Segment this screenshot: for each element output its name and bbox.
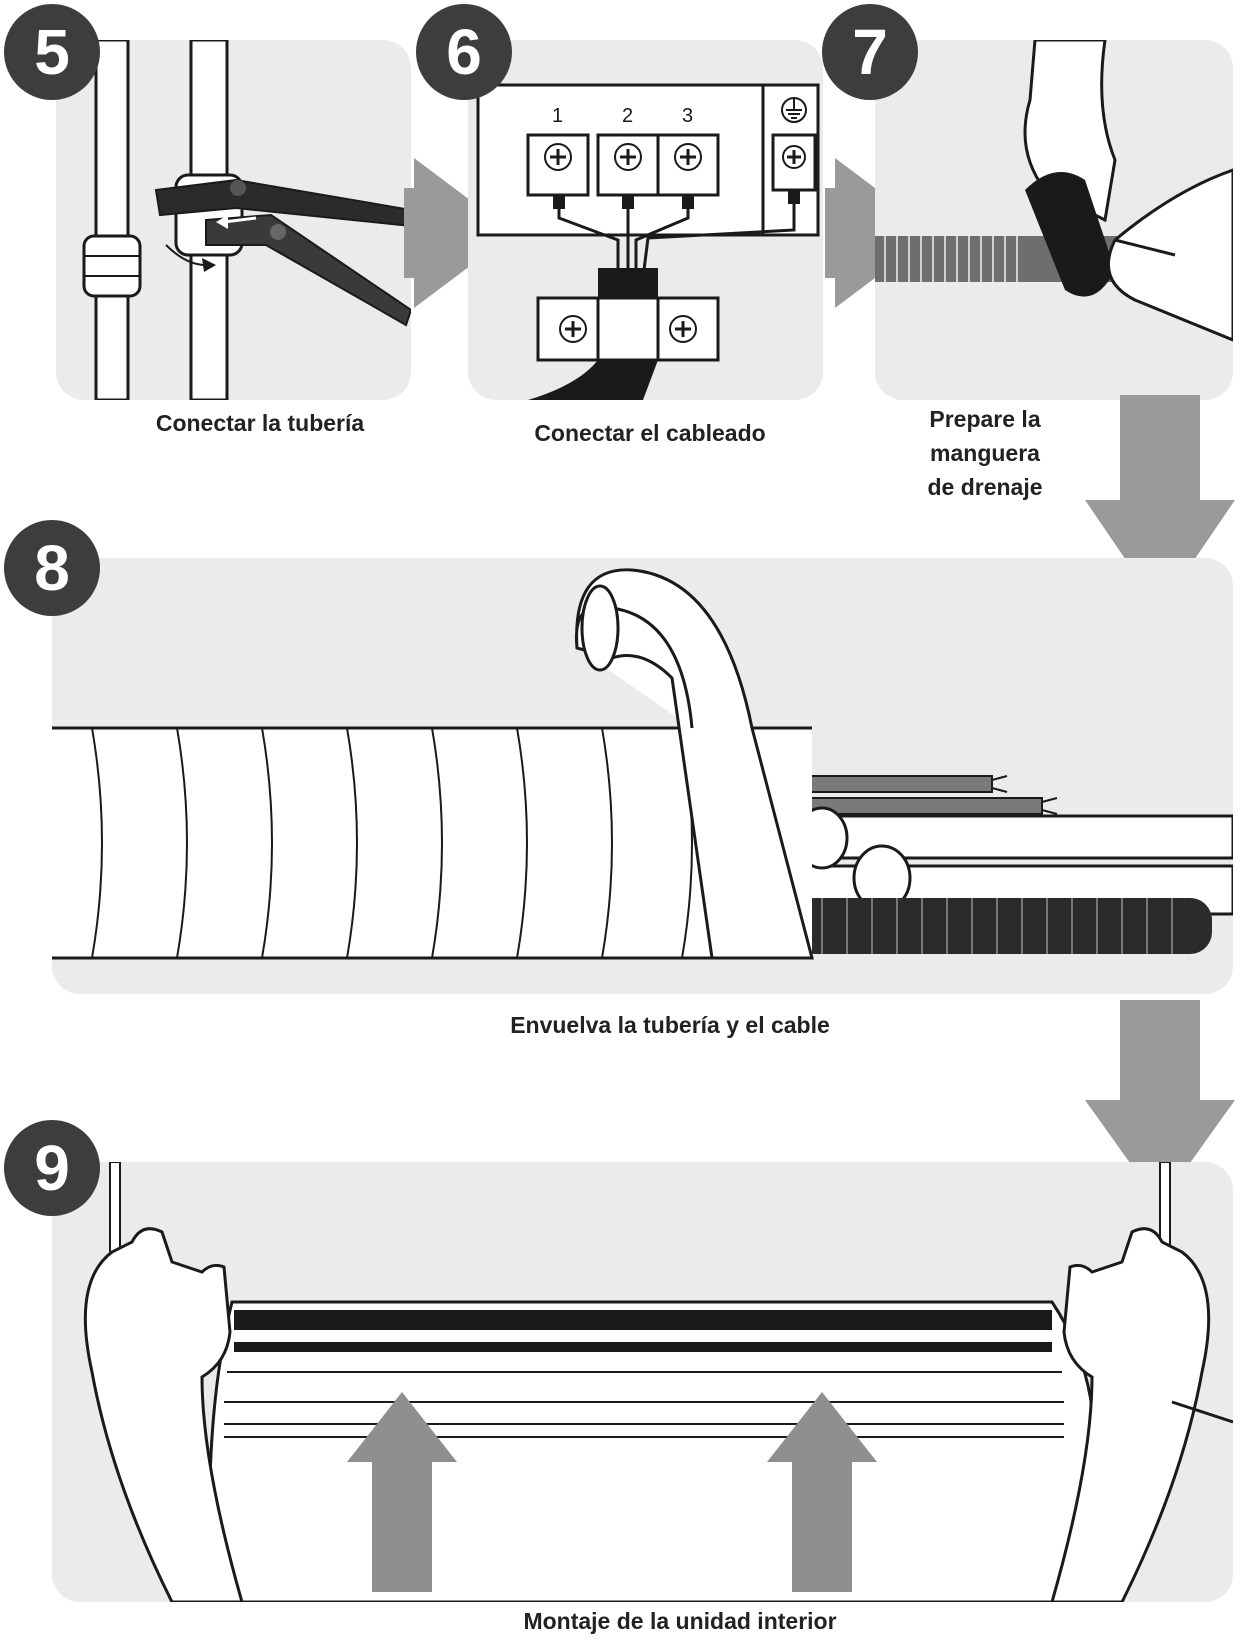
step-6-caption: Conectar el cableado (534, 420, 766, 446)
step-7-caption-line: manguera (930, 440, 1040, 466)
step-9-caption: Montaje de la unidad interior (523, 1608, 837, 1634)
terminal-block-icon: 1 2 3 (476, 83, 820, 400)
flow-arrow-icon (404, 158, 514, 308)
step-8-caption: Envuelva la tubería y el cable (510, 1012, 830, 1038)
step-5-caption: Conectar la tubería (155, 410, 365, 436)
pipe-wrap-icon (52, 568, 1233, 960)
step-7-badge: 7 (822, 4, 918, 100)
step-8-panel (52, 558, 1233, 994)
step-7-caption: Prepare la manguera de drenaje (900, 402, 1070, 504)
pipe-wrench-illustration (82, 40, 411, 400)
flow-arrow-icon (1085, 1000, 1235, 1205)
step-5-badge: 5 (4, 4, 100, 100)
terminal-label-3: 3 (682, 105, 693, 127)
step-7-panel (875, 40, 1233, 400)
step-6-badge: 6 (416, 4, 512, 100)
step-8-badge: 8 (4, 520, 100, 616)
step-7-caption-line: de drenaje (927, 474, 1043, 500)
drain-hose-icon (875, 40, 1233, 342)
ground-icon (781, 97, 807, 123)
step-7-caption-line: Prepare la (929, 406, 1041, 432)
step-9-badge: 9 (4, 1120, 100, 1216)
terminal-label-1: 1 (552, 105, 563, 127)
terminal-label-2: 2 (622, 105, 633, 127)
step-9-panel (52, 1162, 1233, 1602)
step-6-panel: 1 2 3 (468, 40, 823, 400)
flow-arrow-icon (1085, 395, 1235, 610)
indoor-unit-icon (83, 1162, 1233, 1602)
step-5-panel (56, 40, 411, 400)
